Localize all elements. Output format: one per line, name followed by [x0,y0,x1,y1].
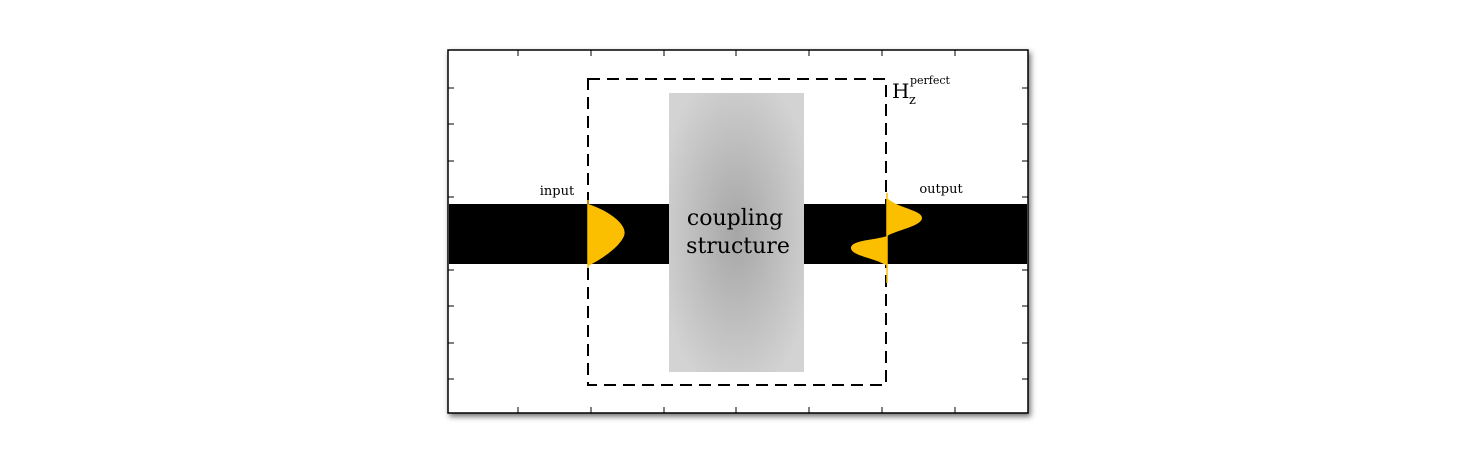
output-mode-lobe-upper [887,198,922,236]
axis-ticks [448,50,1028,413]
field-label-main: H [892,79,909,103]
coupling-structure-label-line2: structure [686,234,790,259]
output-mode-lobe-lower [851,236,887,266]
field-label-superscript: perfect [910,74,951,87]
input-label: input [540,184,575,199]
output-label: output [919,182,963,197]
field-label: H z perfect [892,74,951,108]
coupling-structure-label-line1: coupling [687,206,783,231]
field-label-subscript: z [909,93,916,108]
coupling-structure-block [669,93,804,372]
input-mode-profile [588,204,625,266]
